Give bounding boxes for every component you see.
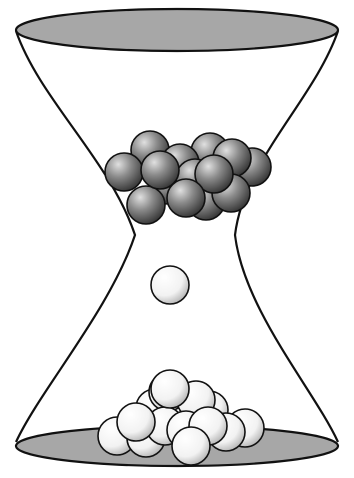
glass-right-wall xyxy=(235,31,338,442)
falling-ball-group xyxy=(151,266,189,304)
light-ball xyxy=(172,427,210,465)
light-ball xyxy=(117,403,155,441)
light-ball xyxy=(151,370,189,408)
dark-ball xyxy=(127,186,165,224)
dark-ball xyxy=(105,153,143,191)
dark-ball xyxy=(167,179,205,217)
upper-ball-cluster xyxy=(105,131,271,224)
glass-left-wall xyxy=(16,31,135,442)
falling-ball xyxy=(151,266,189,304)
top-cap xyxy=(16,9,338,51)
